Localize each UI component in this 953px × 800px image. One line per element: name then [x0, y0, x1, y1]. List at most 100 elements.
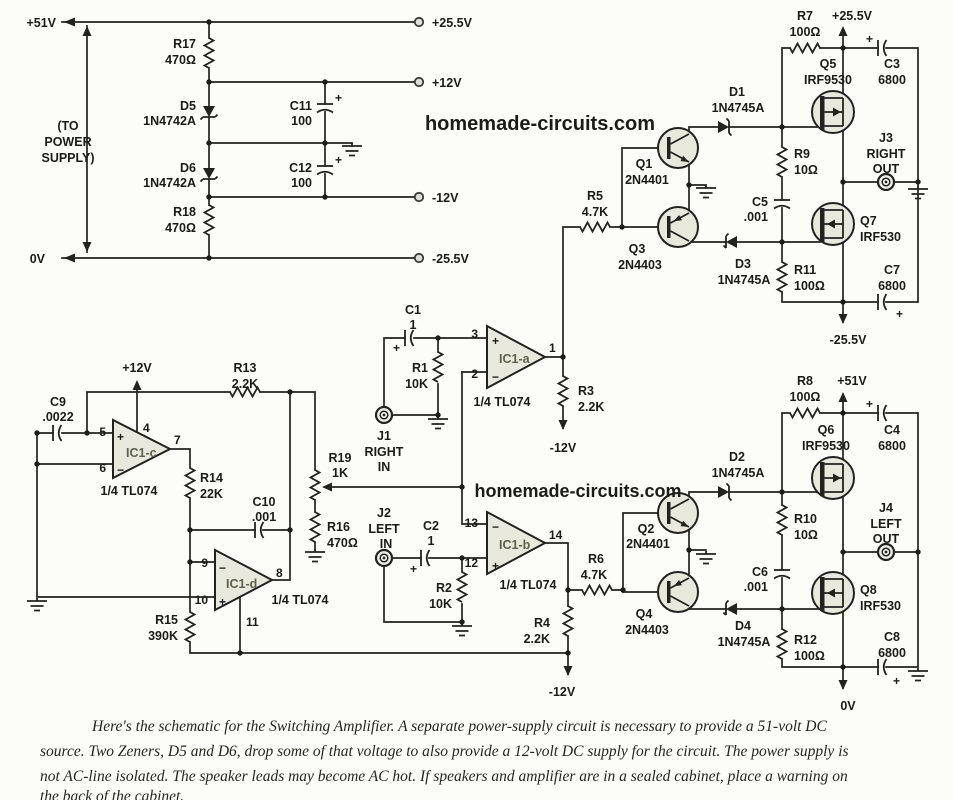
- value-r6: 4.7K: [581, 568, 607, 582]
- ground-icon: [451, 622, 473, 637]
- part-ic1a: 1/4 TL074: [474, 395, 531, 409]
- resistor-r14: [184, 467, 196, 499]
- value-c11: 100: [291, 114, 312, 128]
- value-r11: 100Ω: [794, 279, 825, 293]
- arrow-up-icon: [132, 380, 142, 390]
- label-minus12v: -12V: [550, 441, 577, 455]
- value-r13: 2.2K: [232, 377, 258, 391]
- label-r8: R8: [797, 374, 813, 388]
- transistor-q4: [657, 571, 699, 613]
- label-r6: R6: [588, 552, 604, 566]
- value-q1: 2N4401: [625, 173, 669, 187]
- plus-c11: +: [335, 91, 342, 105]
- zener-d4: [722, 599, 738, 616]
- label-d4: D4: [735, 619, 751, 633]
- resistor-r18: [203, 204, 215, 236]
- value-c7: 6800: [878, 279, 906, 293]
- label-q6: Q6: [818, 423, 835, 437]
- value-c2: 1: [428, 534, 435, 548]
- value-c6: .001: [744, 580, 768, 594]
- opamp-ic1b: [486, 510, 548, 576]
- value-r1: 10K: [405, 377, 428, 391]
- label-r4: R4: [534, 616, 550, 630]
- right-input-stage: C1 1 + R1 10K J1 RIGHT IN 3 2 1 + − IC1-…: [365, 189, 609, 474]
- label-terminal-12v-pos: +12V: [432, 76, 462, 90]
- label-c8: C8: [884, 630, 900, 644]
- left-output-stage: Q2 2N4401 Q4 2N4403 D2 1N4745A D4 1N4745…: [625, 374, 906, 713]
- oscillator-section: +12V C9 .0022 5 6 4 7 + − IC1-c 1/4 TL07…: [42, 361, 358, 643]
- pin-7: 7: [174, 433, 181, 447]
- label-r10: R10: [794, 512, 817, 526]
- value-d3: 1N4745A: [718, 273, 771, 287]
- label-c11: C11: [290, 99, 312, 113]
- label-r3: R3: [578, 384, 594, 398]
- resistor-r4: [562, 605, 574, 637]
- part-ic1b: 1/4 TL074: [500, 578, 557, 592]
- label-0v: 0V: [840, 699, 856, 713]
- label-c1: C1: [405, 303, 421, 317]
- resistor-r5: [579, 221, 611, 233]
- label-ic1a: IC1-a: [499, 352, 531, 366]
- opamp-plus: +: [492, 559, 499, 573]
- value-r9: 10Ω: [794, 163, 818, 177]
- resistor-r11: [776, 261, 788, 293]
- pin-13: 13: [465, 516, 479, 530]
- ground-icon: [26, 597, 48, 612]
- resistor-r2: [456, 571, 468, 603]
- label-r18: R18: [173, 205, 196, 219]
- mosfet-q8: [812, 572, 854, 614]
- arrow-down-icon: [838, 680, 848, 690]
- label-to-power-supply: POWER: [44, 135, 91, 149]
- arrow-up-icon: [838, 26, 848, 36]
- zener-d5: [199, 105, 219, 121]
- value-r5: 4.7K: [582, 205, 608, 219]
- label-c10: C10: [253, 495, 276, 509]
- value-d4: 1N4745A: [718, 635, 771, 649]
- pin-2: 2: [471, 367, 478, 381]
- label-d2: D2: [729, 450, 745, 464]
- label-r5: R5: [587, 189, 603, 203]
- arrow-up-icon: [838, 392, 848, 402]
- label-q1: Q1: [636, 157, 653, 171]
- label-to-power-supply: SUPPLY): [41, 151, 94, 165]
- label-q2: Q2: [638, 522, 655, 536]
- value-c9: .0022: [42, 410, 73, 424]
- jack-j1: [374, 405, 394, 425]
- component-symbols: [26, 16, 929, 690]
- transistor-q1: [657, 127, 699, 169]
- ground-icon: [907, 667, 929, 682]
- opamp-ic1c: [112, 418, 173, 480]
- part-ic1c: 1/4 TL074: [101, 484, 158, 498]
- label-j1-in: IN: [378, 460, 391, 474]
- opamp-ic1d: [214, 548, 275, 612]
- capacitor-c9: [52, 424, 63, 442]
- jack-j2: [374, 548, 394, 568]
- arrow-down-icon: [838, 314, 848, 324]
- r19-wiper-arrow: [322, 482, 332, 492]
- label-ic1b: IC1-b: [499, 538, 531, 552]
- zener-d1: [717, 117, 733, 137]
- label-q5: Q5: [820, 57, 837, 71]
- plus-c12: +: [335, 153, 342, 167]
- value-r17: 470Ω: [165, 53, 196, 67]
- plus-c2: +: [410, 562, 417, 576]
- mosfet-q5: [812, 91, 854, 133]
- resistor-r16: [309, 511, 321, 543]
- value-r14: 22K: [200, 487, 223, 501]
- label-j1: J1: [377, 429, 391, 443]
- pin-14: 14: [549, 528, 563, 542]
- value-r4: 2.2K: [524, 632, 550, 646]
- value-q5: IRF9530: [804, 73, 852, 87]
- value-c12: 100: [291, 176, 312, 190]
- label-j4-out: OUT: [873, 532, 900, 546]
- arrow-up-icon: [82, 26, 92, 36]
- label-terminal-25v-pos: +25.5V: [432, 16, 473, 30]
- zener-d2: [717, 482, 733, 502]
- caption-line-4: the back of the cabinet.: [40, 788, 184, 800]
- value-c3: 6800: [878, 73, 906, 87]
- opamp-minus: −: [492, 520, 499, 534]
- label-r11: R11: [794, 263, 816, 277]
- label-q7: Q7: [860, 214, 877, 228]
- label-j2: J2: [377, 506, 391, 520]
